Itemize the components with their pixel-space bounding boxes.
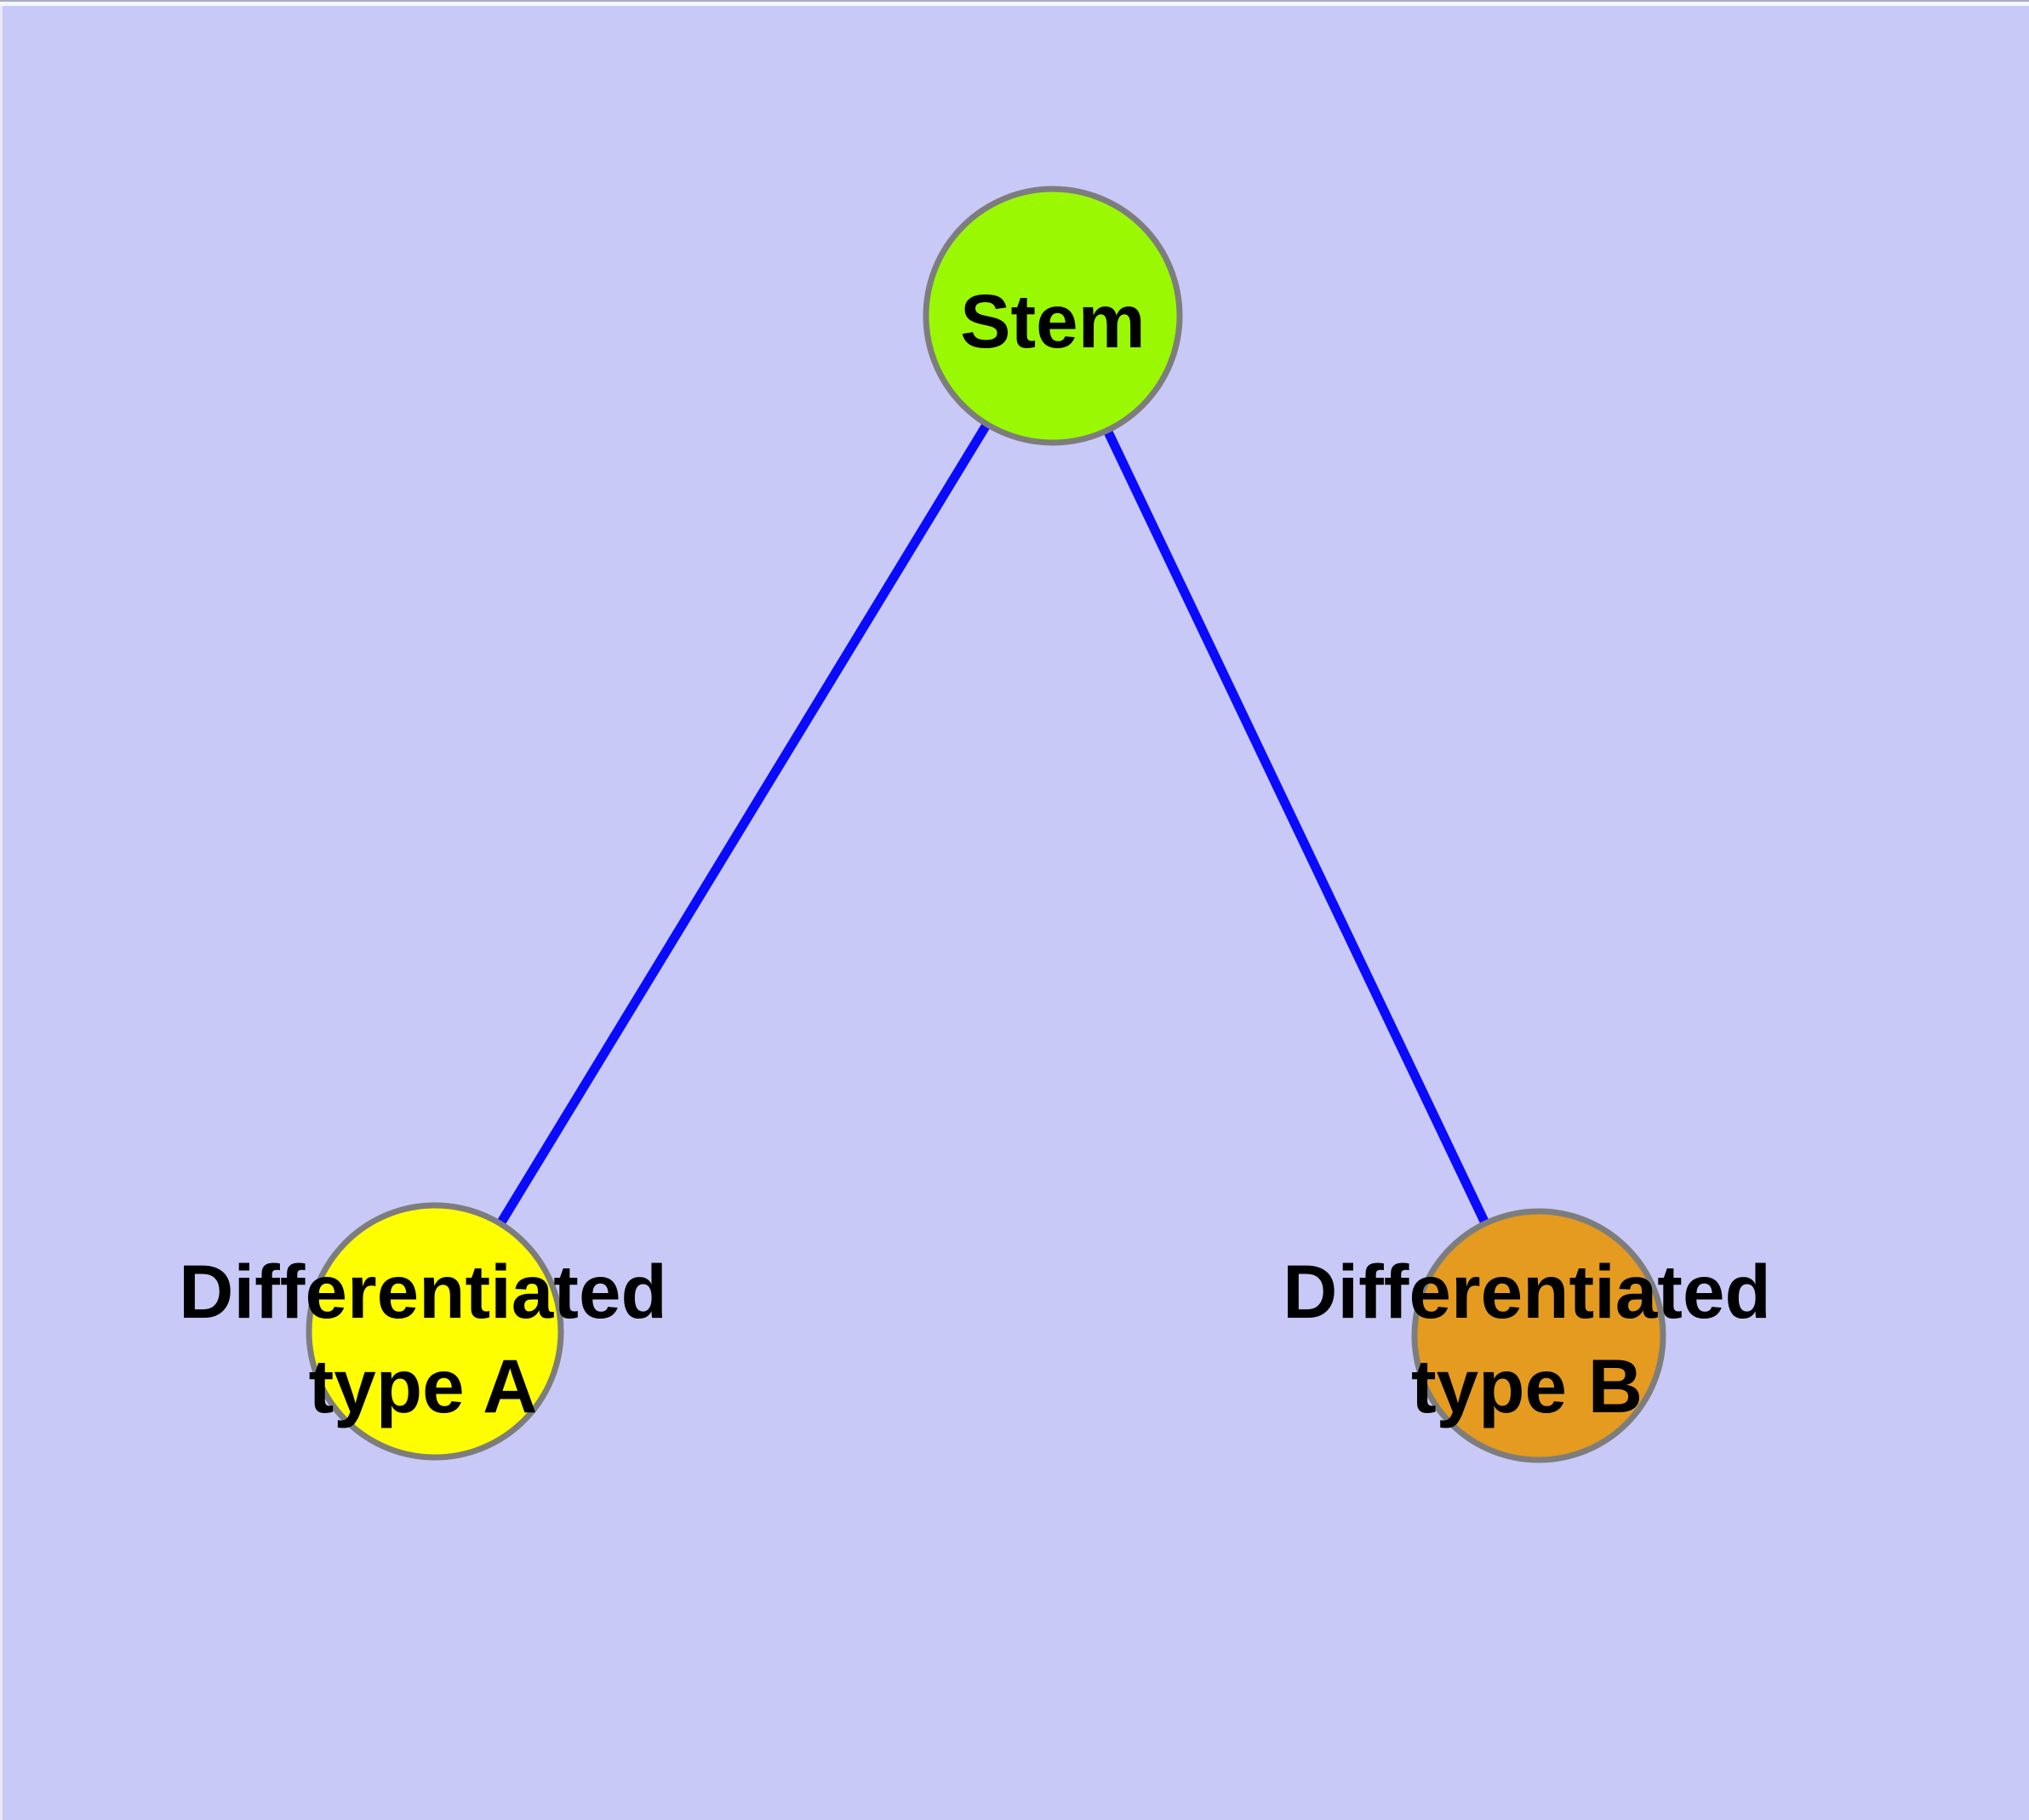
node-stem-label: Stem xyxy=(960,278,1146,363)
node-type-b-label-line1: Differentiated xyxy=(1283,1249,1771,1334)
node-type-b-label-line2: type B xyxy=(1411,1343,1643,1428)
node-type-a[interactable] xyxy=(306,1202,564,1461)
top-edge-highlight xyxy=(0,2,2029,6)
left-edge-highlight xyxy=(0,6,3,1820)
node-type-b[interactable] xyxy=(1411,1208,1666,1463)
top-edge-line xyxy=(0,0,2029,2)
node-type-a-label-line2: type A xyxy=(309,1343,538,1428)
node-type-a-label-line1: Differentiated xyxy=(179,1249,667,1334)
edge-stem-to-type-b[interactable] xyxy=(1049,313,1543,1338)
edge-stem-to-type-a[interactable] xyxy=(431,313,1057,1334)
node-stem[interactable] xyxy=(923,186,1183,446)
